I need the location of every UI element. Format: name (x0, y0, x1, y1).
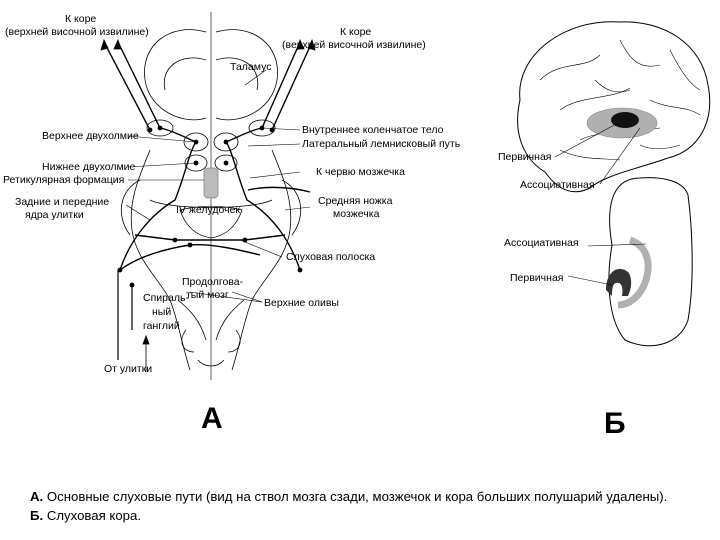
label-primary-bottom: Первичная (510, 272, 563, 284)
label-inferior-colliculus: Нижнее двухолмие (42, 161, 136, 173)
label-cortex-left-line2: (верхней височной извилине) (5, 26, 149, 38)
label-associative-top: Ассоциативная (520, 179, 595, 191)
caption-b-text: Слуховая кора. (43, 508, 141, 523)
label-medial-geniculate: Внутреннее коленчатое тело (302, 124, 444, 136)
panel-b-leaders (555, 123, 646, 285)
brainstem-drawing (101, 12, 315, 380)
label-middle-peduncle-line1: Средняя ножка (318, 195, 393, 207)
brain-lateral-view (518, 22, 710, 192)
label-fourth-ventricle: IV желудочек (176, 204, 240, 216)
caption-a-mark: А. (30, 489, 43, 504)
figure-caption: А. Основные слуховые пути (вид на ствол … (30, 487, 670, 525)
label-medulla-line2: тый мозг (186, 289, 229, 301)
label-cortex-right-line1: К коре (340, 26, 371, 38)
label-medulla-line1: Продолгова- (182, 276, 244, 288)
label-cortex-right-line2: (верхней височной извилине) (282, 39, 426, 51)
auditory-primary-area-medial (606, 269, 631, 296)
label-superior-colliculus: Верхнее двухолмие (42, 130, 139, 142)
label-superior-olives: Верхние оливы (264, 297, 339, 309)
label-cochlear-nuclei-line2: ядра улитки (25, 209, 84, 221)
label-spiral-ganglion-line1: Спираль- (143, 292, 189, 304)
panel-b-labels: Первичная Ассоциативная Ассоциативная Пе… (498, 151, 626, 440)
label-reticular-formation: Ретикулярная формация (3, 174, 124, 186)
label-cerebellar-vermis: К червю мозжечка (316, 166, 405, 178)
label-middle-peduncle-line2: мозжечка (333, 208, 380, 220)
auditory-primary-area-lateral (611, 112, 639, 128)
label-thalamus: Таламус (230, 61, 271, 73)
label-from-cochlea: От улитки (104, 363, 152, 375)
caption-a-text: Основные слуховые пути (вид на ствол моз… (43, 489, 667, 504)
caption-b-mark: Б. (30, 508, 43, 523)
label-spiral-ganglion-line3: ганглий (143, 320, 180, 332)
panel-b-letter: Б (604, 407, 626, 440)
label-spiral-ganglion-line2: ный (152, 306, 171, 318)
label-acoustic-stria: Слуховая полоска (286, 251, 375, 263)
label-lateral-lemniscus: Латеральный лемнисковый путь (302, 138, 461, 150)
panel-a-letter: А (201, 402, 223, 435)
label-cortex-left-line1: К коре (65, 13, 96, 25)
label-primary-top: Первичная (498, 151, 551, 163)
label-associative-bottom: Ассоциативная (504, 237, 579, 249)
panel-a-labels: К коре (верхней височной извилине) К кор… (3, 13, 461, 435)
label-cochlear-nuclei-line1: Задние и передние (15, 196, 109, 208)
brain-medial-section (606, 178, 692, 346)
